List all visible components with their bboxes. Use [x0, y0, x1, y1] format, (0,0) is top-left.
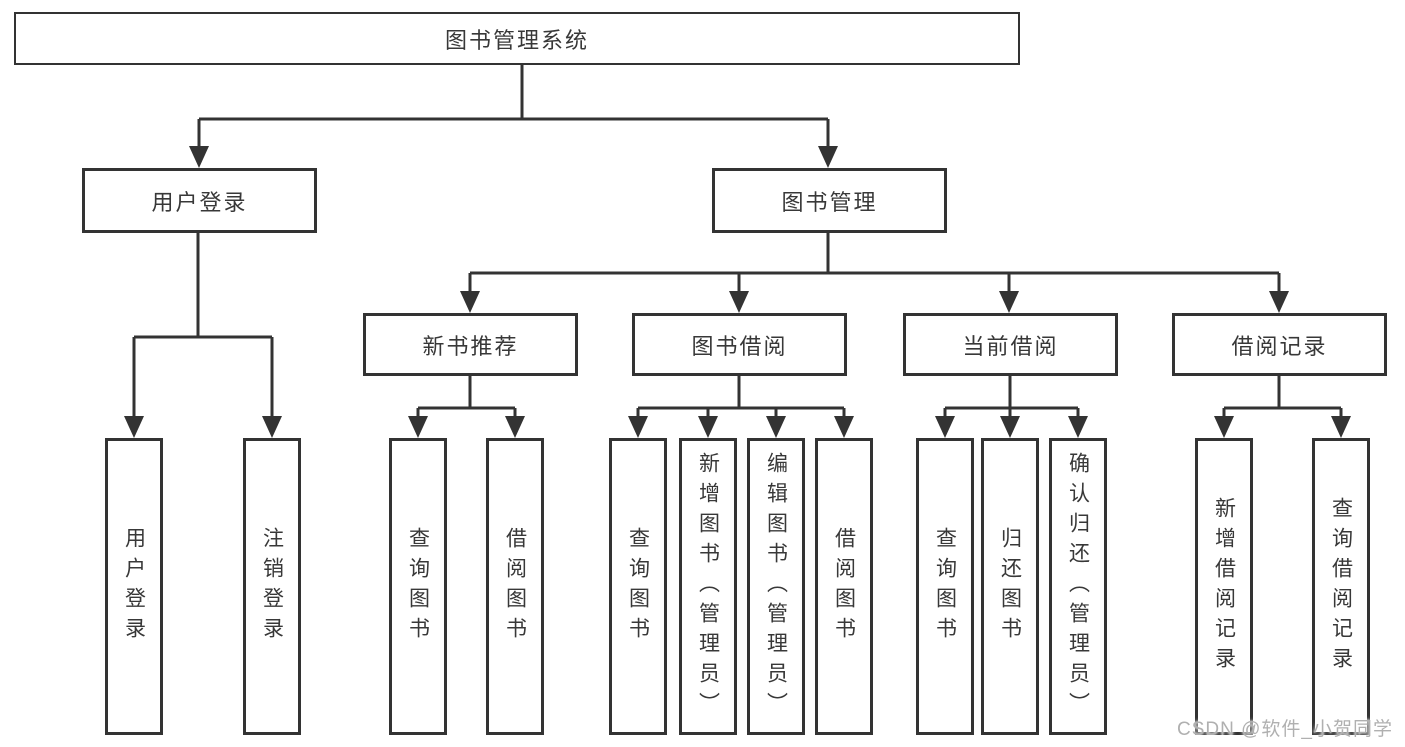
node-label: 图书管理系统: [444, 27, 589, 53]
leaf-edit-books-admin: 编辑图书（管理员）: [747, 438, 805, 735]
node-book-management: 图书管理: [712, 168, 947, 233]
leaf-query-books-borrow: 查询图书: [609, 438, 667, 735]
leaf-return-books: 归还图书: [981, 438, 1039, 735]
leaf-logout: 注销登录: [243, 438, 301, 735]
leaf-query-borrow-record: 查询借阅记录: [1312, 438, 1370, 735]
leaf-label: 归还图书: [998, 526, 1022, 647]
leaf-label: 借阅图书: [503, 526, 527, 647]
leaf-label: 借阅图书: [832, 526, 856, 647]
leaf-label: 查询借阅记录: [1329, 496, 1353, 677]
leaf-label: 注销登录: [260, 526, 284, 647]
leaf-label: 查询图书: [626, 526, 650, 647]
node-current-borrow: 当前借阅: [903, 313, 1118, 376]
node-book-borrow: 图书借阅: [632, 313, 847, 376]
node-system-root: 图书管理系统: [14, 12, 1020, 65]
leaf-label: 查询图书: [933, 526, 957, 647]
leaf-user-login: 用户登录: [105, 438, 163, 735]
leaf-add-books-admin: 新增图书（管理员）: [679, 438, 737, 735]
leaf-borrow-books: 借阅图书: [815, 438, 873, 735]
leaf-borrow-books-recommend: 借阅图书: [486, 438, 544, 735]
leaf-label: 编辑图书（管理员）: [764, 451, 788, 722]
leaf-query-books-recommend: 查询图书: [389, 438, 447, 735]
leaf-add-borrow-record: 新增借阅记录: [1195, 438, 1253, 735]
node-user-login: 用户登录: [82, 168, 317, 233]
leaf-label: 确认归还（管理员）: [1066, 451, 1090, 722]
leaf-label: 新增图书（管理员）: [696, 451, 720, 722]
leaf-label: 查询图书: [406, 526, 430, 647]
node-label: 图书管理: [781, 189, 878, 215]
node-label: 图书借阅: [691, 333, 788, 359]
node-borrow-records: 借阅记录: [1172, 313, 1387, 376]
leaf-query-books-current: 查询图书: [916, 438, 974, 735]
node-label: 用户登录: [151, 189, 248, 215]
tree-edges: [132, 65, 1343, 417]
leaf-label: 用户登录: [122, 526, 146, 647]
arrowheads: [124, 146, 1351, 438]
leaf-confirm-return-admin: 确认归还（管理员）: [1049, 438, 1107, 735]
leaf-label: 新增借阅记录: [1212, 496, 1236, 677]
csdn-watermark: CSDN @软件_小贺同学: [1177, 719, 1393, 740]
node-label: 当前借阅: [962, 333, 1059, 359]
node-label: 新书推荐: [422, 333, 519, 359]
node-label: 借阅记录: [1231, 333, 1328, 359]
node-new-book-recommend: 新书推荐: [363, 313, 578, 376]
